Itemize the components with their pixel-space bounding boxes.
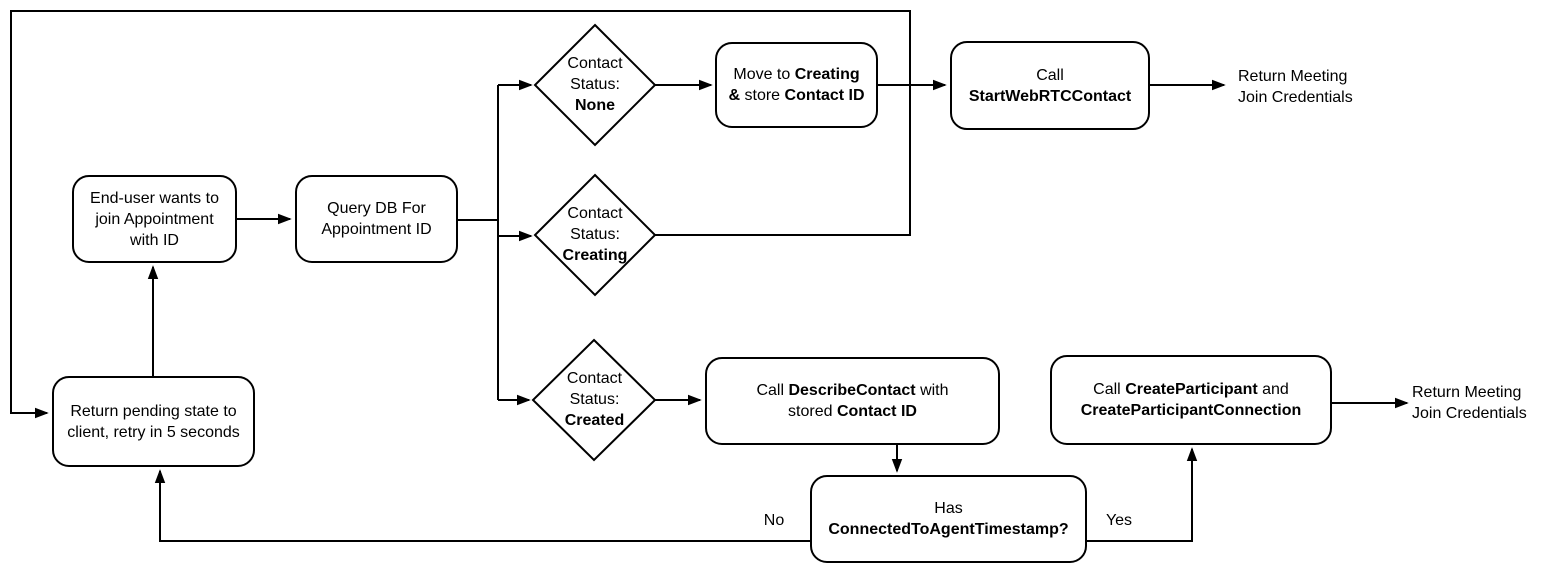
node-line: stored Contact ID: [788, 403, 917, 420]
node-line: End-user wants to: [90, 189, 219, 207]
node-line: StartWebRTCContact: [968, 87, 1132, 105]
decision-status-created-shape: [531, 338, 657, 462]
node-line: with ID: [130, 231, 179, 249]
edge-no-to-returnpending: [160, 471, 810, 542]
node-return-pending-state: Return pending state to client, retry in…: [52, 376, 255, 467]
label-return-meeting-credentials-right: Return Meeting Join Credentials: [1412, 384, 1527, 422]
edge-creating-loop-to-returnpending: [10, 10, 911, 413]
node-query-db: Query DB For Appointment ID: [295, 175, 458, 263]
node-line: Move to Creating: [733, 66, 860, 83]
node-line: ConnectedToAgentTimestamp?: [828, 521, 1069, 538]
decision-status-none-label: Contact Status: None: [567, 55, 623, 114]
node-call-createparticipant: Call CreateParticipant and CreatePartici…: [1050, 355, 1332, 445]
decision-status-creating-shape: [533, 173, 657, 297]
decision-status-none-shape: [533, 23, 657, 147]
node-move-to-creating: Move to Creating & store Contact ID: [715, 42, 878, 128]
node-line: Call DescribeContact with: [756, 382, 949, 399]
decision-status-creating-label: Contact Status: Creating: [562, 205, 628, 264]
node-line: CreateParticipantConnection: [1080, 402, 1302, 419]
node-line: join Appointment: [95, 210, 214, 228]
node-has-connectedtoagenttimestamp: Has ConnectedToAgentTimestamp?: [810, 475, 1087, 563]
node-end-user-join: End-user wants to join Appointment with …: [72, 175, 237, 263]
node-line: Appointment ID: [321, 221, 432, 238]
label-no: No: [763, 512, 785, 529]
edge-yes-to-createparticipant: [1087, 449, 1192, 542]
node-line: Has: [934, 500, 963, 517]
node-line: Return pending state to: [70, 402, 237, 420]
node-line: Call CreateParticipant and: [1093, 381, 1289, 398]
decision-status-created-label: Contact Status: Created: [564, 370, 625, 429]
node-line: Call: [1036, 66, 1064, 84]
node-line: Query DB For: [327, 200, 426, 217]
label-return-meeting-credentials-top: Return Meeting Join Credentials: [1238, 68, 1353, 106]
label-yes: Yes: [1105, 512, 1133, 529]
node-call-startwebrtccontact: Call StartWebRTCContact: [950, 41, 1150, 130]
node-line: client, retry in 5 seconds: [67, 423, 240, 441]
node-line: & store Contact ID: [728, 87, 865, 104]
node-call-describecontact: Call DescribeContact with stored Contact…: [705, 357, 1000, 445]
